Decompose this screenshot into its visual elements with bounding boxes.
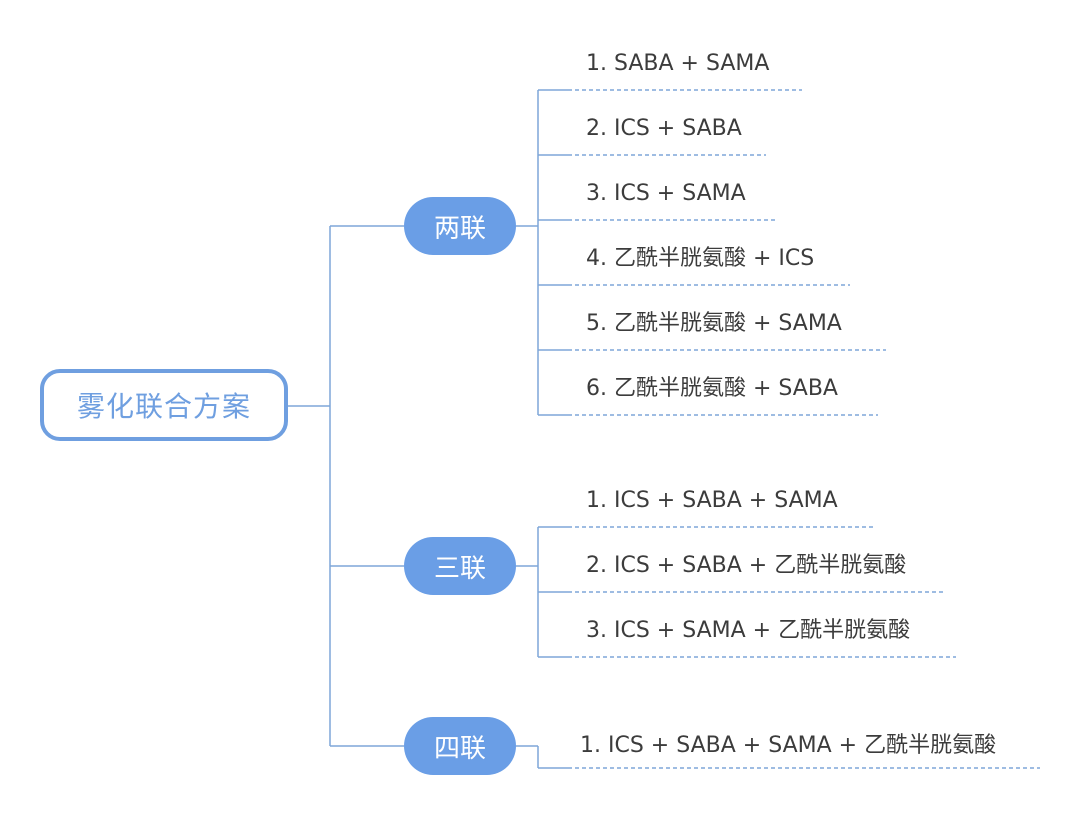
group-label-2: 三联 — [433, 553, 486, 584]
group-label-1: 两联 — [433, 213, 486, 244]
leaf-node[interactable]: 1. ICS + SABA + SAMA — [586, 488, 838, 513]
leaf-node[interactable]: 1. SABA + SAMA — [586, 51, 770, 76]
leaf-node[interactable]: 5. 乙酰半胱氨酸 + SAMA — [586, 311, 842, 336]
leaf-node[interactable]: 2. ICS + SABA + 乙酰半胱氨酸 — [586, 553, 907, 578]
group-label-3: 四联 — [433, 733, 486, 764]
leaf-node[interactable]: 4. 乙酰半胱氨酸 + ICS — [586, 246, 815, 271]
leaf-node[interactable]: 1. ICS + SABA + SAMA + 乙酰半胱氨酸 — [580, 733, 997, 758]
leaf-node[interactable]: 3. ICS + SAMA + 乙酰半胱氨酸 — [586, 618, 911, 643]
leaf-node[interactable]: 6. 乙酰半胱氨酸 + SABA — [586, 376, 838, 401]
group-node-3[interactable]: 四联 — [404, 717, 516, 775]
root-label: 雾化联合方案 — [76, 390, 251, 423]
group-node-1[interactable]: 两联 — [404, 197, 516, 255]
group-node-2[interactable]: 三联 — [404, 537, 516, 595]
root-node[interactable]: 雾化联合方案 — [40, 369, 288, 441]
leaf-node[interactable]: 2. ICS + SABA — [586, 116, 742, 141]
leaf-node[interactable]: 3. ICS + SAMA — [586, 181, 746, 206]
